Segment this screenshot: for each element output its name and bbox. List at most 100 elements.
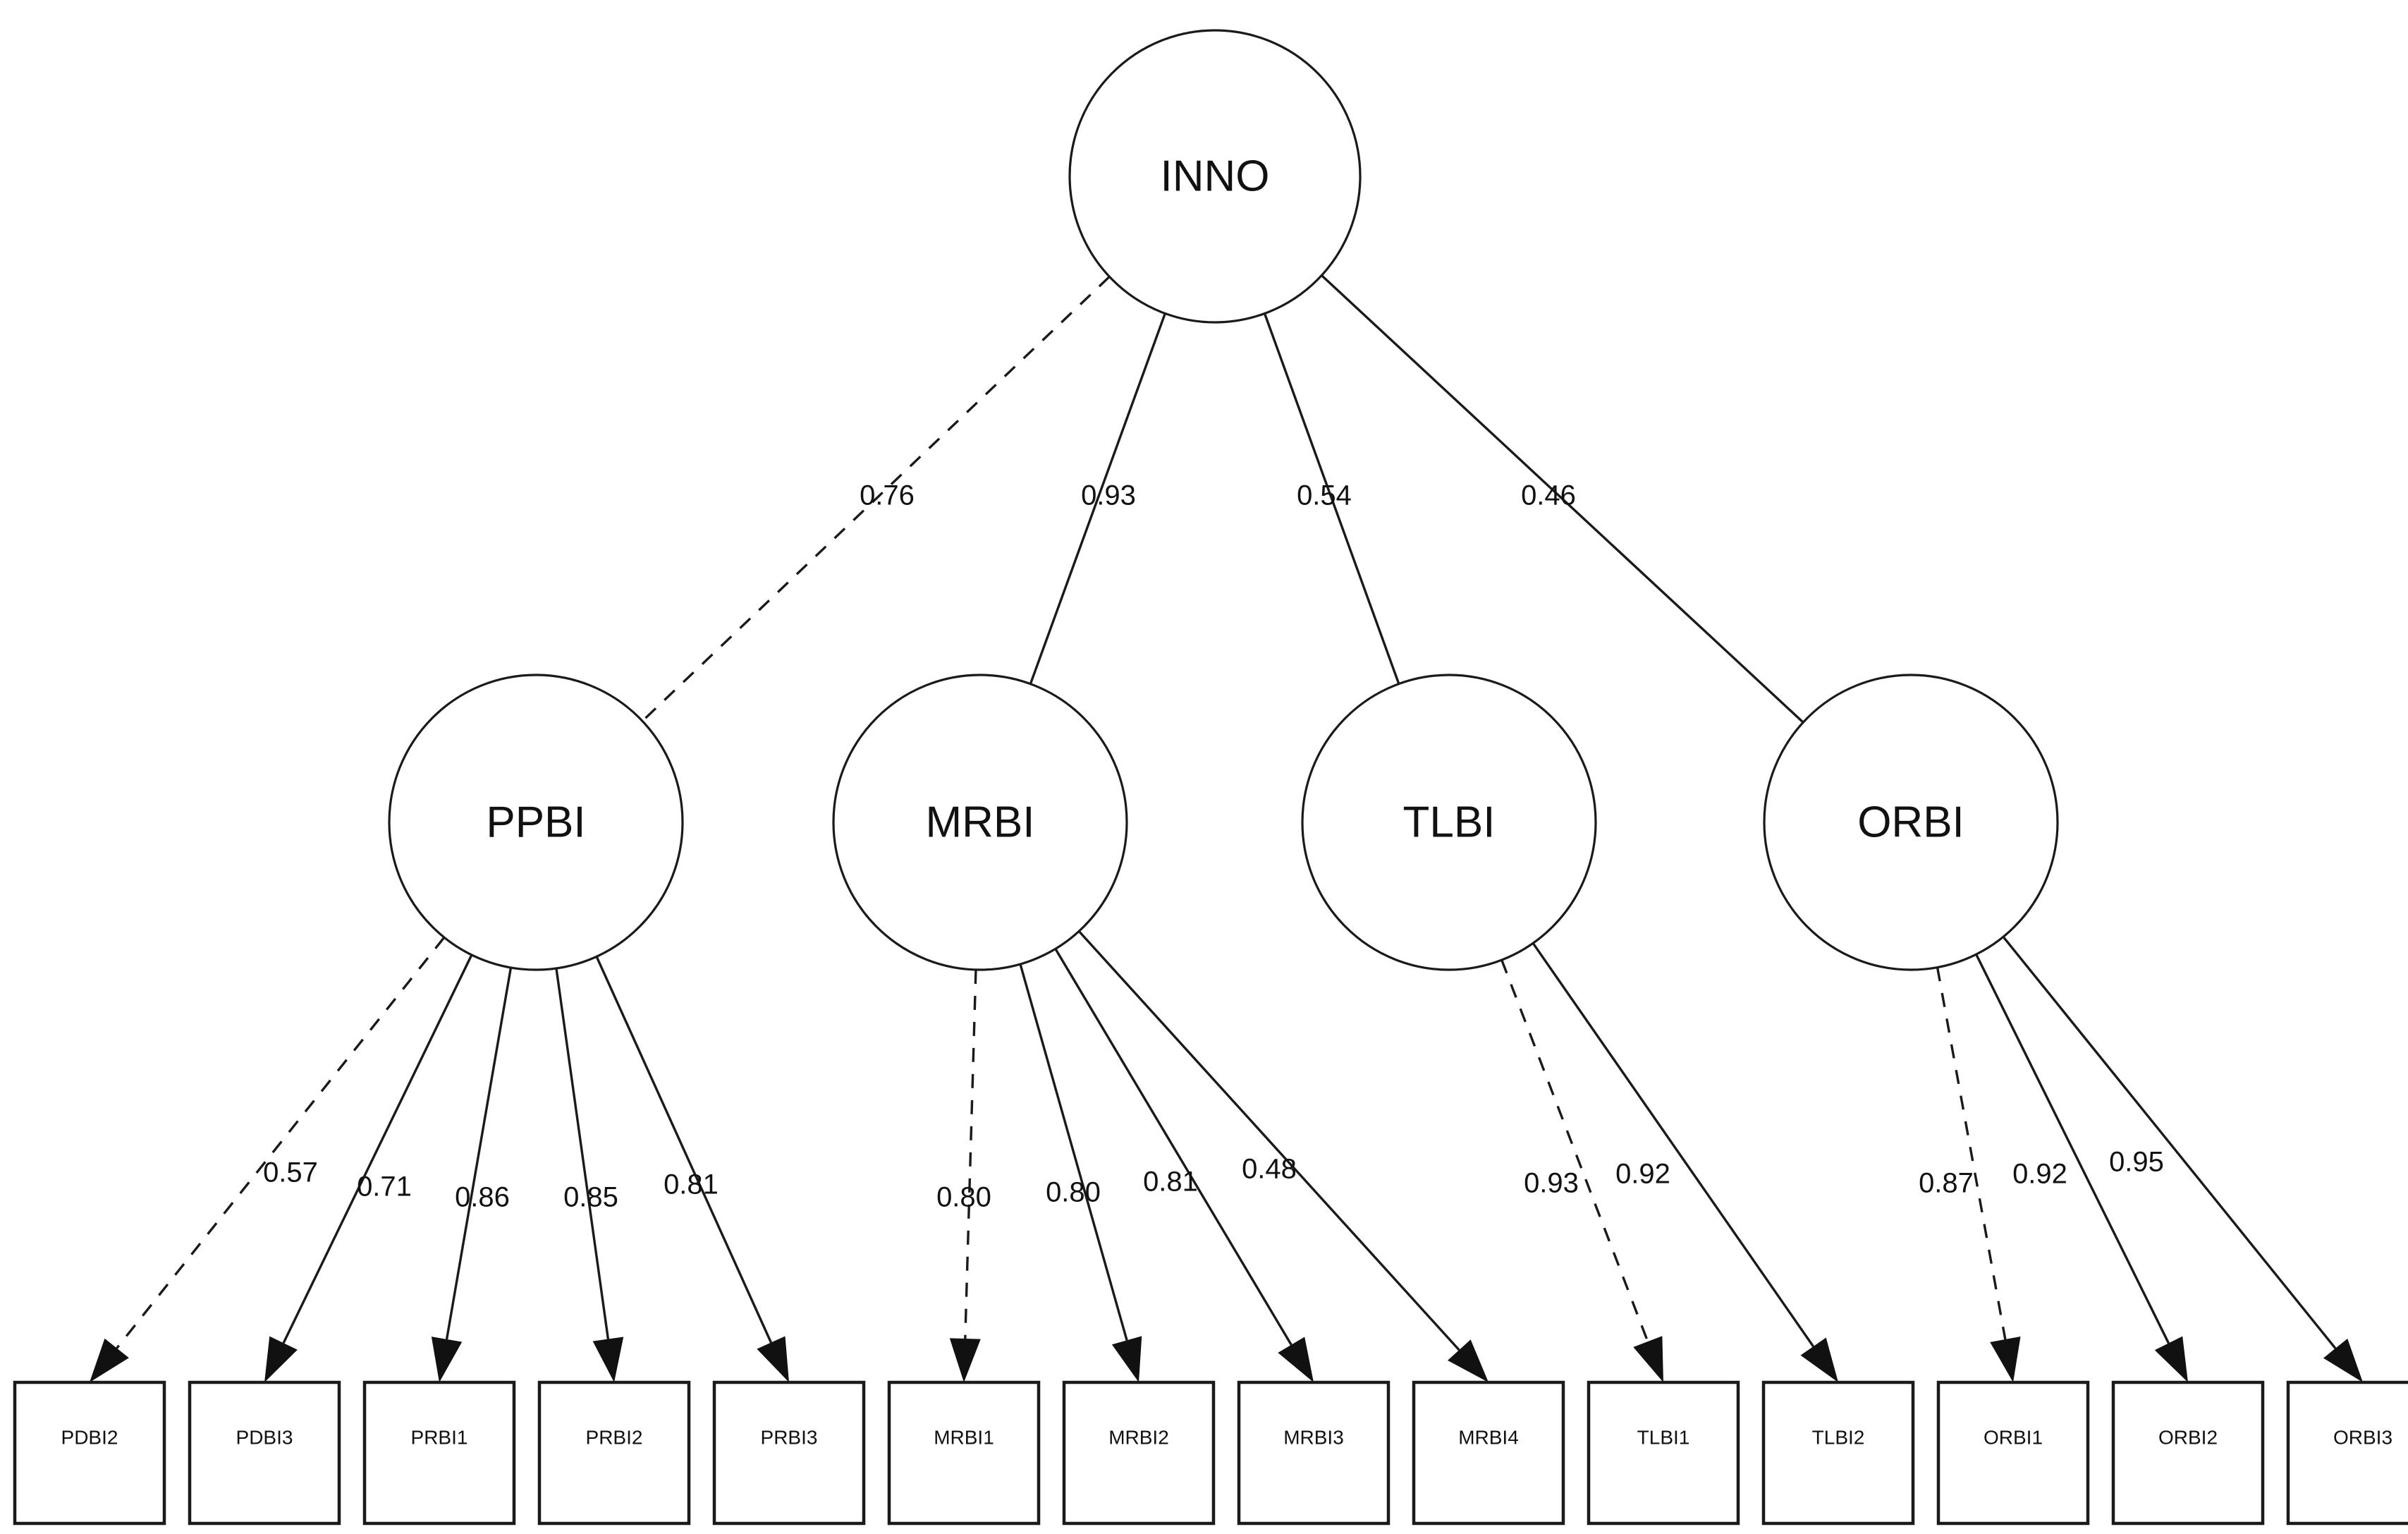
edge-orbi-to-orbi2	[1975, 954, 2170, 1344]
arrowhead-tlbi1	[1633, 1336, 1663, 1382]
arrowhead-mrbi4	[1448, 1339, 1489, 1382]
arrowhead-mrbi2	[1111, 1336, 1142, 1382]
rect-shape-pdbi2	[13, 1380, 166, 1526]
rect-shape-orbi1	[1936, 1380, 2090, 1526]
edge-coefficient-ppbi-prbi2: 0.85	[563, 1182, 618, 1213]
edge-mrbi-to-mrbi3	[1054, 948, 1292, 1346]
indicator-node-tlbi1[interactable]: TLBI1	[1587, 1380, 1740, 1526]
rect-shape-orbi3	[2286, 1380, 2408, 1526]
ellipse-shape-orbi	[1763, 674, 2059, 971]
edge-coefficient-inno-ppbi: 0.76	[860, 480, 915, 511]
indicator-label-mrbi3: MRBI3	[1283, 1426, 1344, 1448]
factor-label-tlbi: TLBI	[1403, 798, 1496, 846]
edge-mrbi-to-mrbi4	[1077, 930, 1460, 1351]
indicator-label-mrbi4: MRBI4	[1458, 1426, 1519, 1448]
indicator-label-orbi2: ORBI2	[2158, 1426, 2218, 1448]
indicator-label-prbi3: PRBI3	[761, 1426, 818, 1448]
edge-coefficient-ppbi-pdbi2: 0.57	[263, 1157, 318, 1188]
indicator-label-prbi1: PRBI1	[411, 1426, 468, 1448]
edge-coefficient-ppbi-pdbi3: 0.71	[357, 1171, 412, 1203]
arrowhead-prbi1	[431, 1337, 463, 1382]
indicator-label-mrbi2: MRBI2	[1108, 1426, 1169, 1448]
edge-tlbi-to-tlbi2	[1532, 942, 1815, 1348]
rect-shape-mrbi4	[1412, 1380, 1565, 1526]
indicator-node-mrbi3[interactable]: MRBI3	[1237, 1380, 1391, 1526]
arrowhead-mrbi3	[1278, 1337, 1314, 1382]
indicator-node-pdbi3[interactable]: PDBI3	[188, 1380, 341, 1526]
indicator-label-mrbi1: MRBI1	[934, 1426, 994, 1448]
edge-orbi-to-orbi1	[1936, 967, 2007, 1340]
indicator-node-mrbi2[interactable]: MRBI2	[1062, 1380, 1216, 1526]
indicator-node-mrbi4[interactable]: MRBI4	[1412, 1380, 1565, 1526]
rect-shape-prbi2	[537, 1380, 691, 1526]
edge-labels-layer: 0.76 0.93 0.54 0.46 0.57 0.71 0.86 0.85 0.81 0.80…	[263, 480, 2164, 1213]
edge-coefficient-tlbi-tlbi1: 0.93	[1524, 1168, 1579, 1199]
indicator-label-prbi2: PRBI2	[586, 1426, 643, 1448]
rect-shape-mrbi3	[1237, 1380, 1391, 1526]
indicator-node-prbi3[interactable]: PRBI3	[712, 1380, 866, 1526]
ellipse-shape-inno	[1068, 29, 1362, 324]
edge-orbi-to-orbi3	[2002, 936, 2337, 1349]
arrowhead-tlbi2	[1800, 1337, 1838, 1382]
arrowhead-prbi3	[757, 1336, 789, 1382]
arrowhead-orbi3	[2323, 1338, 2363, 1382]
edge-mrbi-to-mrbi2	[1019, 963, 1128, 1341]
arrowhead-pdbi2	[90, 1338, 129, 1382]
indicator-node-orbi2[interactable]: ORBI2	[2111, 1380, 2265, 1526]
edge-ppbi-to-prbi1	[445, 967, 513, 1340]
factor-node-mrbi[interactable]: MRBI	[832, 674, 1128, 971]
edge-ppbi-to-prbi3	[595, 956, 773, 1344]
indicator-label-pdbi3: PDBI3	[236, 1426, 293, 1448]
indicator-node-prbi1[interactable]: PRBI1	[362, 1380, 516, 1526]
indicator-label-orbi3: ORBI3	[2333, 1426, 2392, 1448]
rect-shape-mrbi1	[887, 1380, 1041, 1526]
indicator-node-tlbi2[interactable]: TLBI2	[1761, 1380, 1915, 1526]
ellipse-shape-mrbi	[832, 674, 1128, 971]
edge-coefficient-mrbi-mrbi2: 0.80	[1046, 1177, 1101, 1208]
arrowhead-prbi2	[592, 1337, 624, 1382]
factor-node-inno[interactable]: INNO	[1068, 29, 1362, 324]
edge-coefficient-orbi-orbi3: 0.95	[2109, 1147, 2164, 1178]
edge-coefficient-mrbi-mrbi4: 0.48	[1242, 1154, 1297, 1185]
rect-shape-pdbi3	[188, 1380, 341, 1526]
ellipse-shape-tlbi	[1301, 674, 1597, 971]
edge-coefficient-ppbi-prbi1: 0.86	[455, 1182, 510, 1213]
arrowhead-pdbi3	[264, 1336, 298, 1382]
rect-shape-orbi2	[2111, 1380, 2265, 1526]
factor-node-orbi[interactable]: ORBI	[1763, 674, 2059, 971]
factor-node-ppbi[interactable]: PPBI	[388, 674, 684, 971]
edge-coefficient-inno-mrbi: 0.93	[1081, 480, 1136, 511]
rect-shape-tlbi2	[1761, 1380, 1915, 1526]
rect-shape-prbi3	[712, 1380, 866, 1526]
edge-ppbi-to-pdbi2	[116, 937, 446, 1349]
rect-shape-mrbi2	[1062, 1380, 1216, 1526]
rect-shape-prbi1	[362, 1380, 516, 1526]
indicator-label-tlbi1: TLBI1	[1637, 1426, 1690, 1448]
edge-inno-to-orbi	[1321, 274, 1880, 794]
indicator-node-prbi2[interactable]: PRBI2	[537, 1380, 691, 1526]
rect-shape-tlbi1	[1587, 1380, 1740, 1526]
ellipse-shape-ppbi	[388, 674, 684, 971]
arrowhead-orbi1	[1990, 1337, 2021, 1382]
indicator-label-tlbi2: TLBI2	[1812, 1426, 1865, 1448]
arrowhead-orbi2	[2154, 1336, 2188, 1382]
edge-ppbi-to-prbi2	[555, 968, 610, 1339]
arrowhead-mrbi1	[949, 1338, 981, 1382]
indicator-node-pdbi2[interactable]: PDBI2	[13, 1380, 166, 1526]
factor-label-ppbi: PPBI	[486, 798, 585, 846]
factor-node-tlbi[interactable]: TLBI	[1301, 674, 1597, 971]
indicator-node-mrbi1[interactable]: MRBI1	[887, 1380, 1041, 1526]
edge-tlbi-to-tlbi1	[1501, 959, 1649, 1342]
indicator-node-orbi1[interactable]: ORBI1	[1936, 1380, 2090, 1526]
edge-coefficient-mrbi-mrbi3: 0.81	[1143, 1167, 1198, 1198]
indicator-label-pdbi2: PDBI2	[61, 1426, 118, 1448]
edge-coefficient-inno-tlbi: 0.54	[1297, 480, 1352, 511]
indicator-label-orbi1: ORBI1	[1984, 1426, 2043, 1448]
edge-coefficient-orbi-orbi1: 0.87	[1919, 1168, 1974, 1199]
indicator-node-orbi3[interactable]: ORBI3	[2286, 1380, 2408, 1526]
edge-coefficient-inno-orbi: 0.46	[1521, 480, 1576, 511]
nodes-layer: INNO PPBI MRBI TLBI ORBI PDBI2 PDBI3 PRBI1 PRBI2…	[13, 29, 2408, 1526]
edge-inno-to-ppbi	[566, 276, 1111, 793]
factor-label-orbi: ORBI	[1857, 798, 1964, 846]
